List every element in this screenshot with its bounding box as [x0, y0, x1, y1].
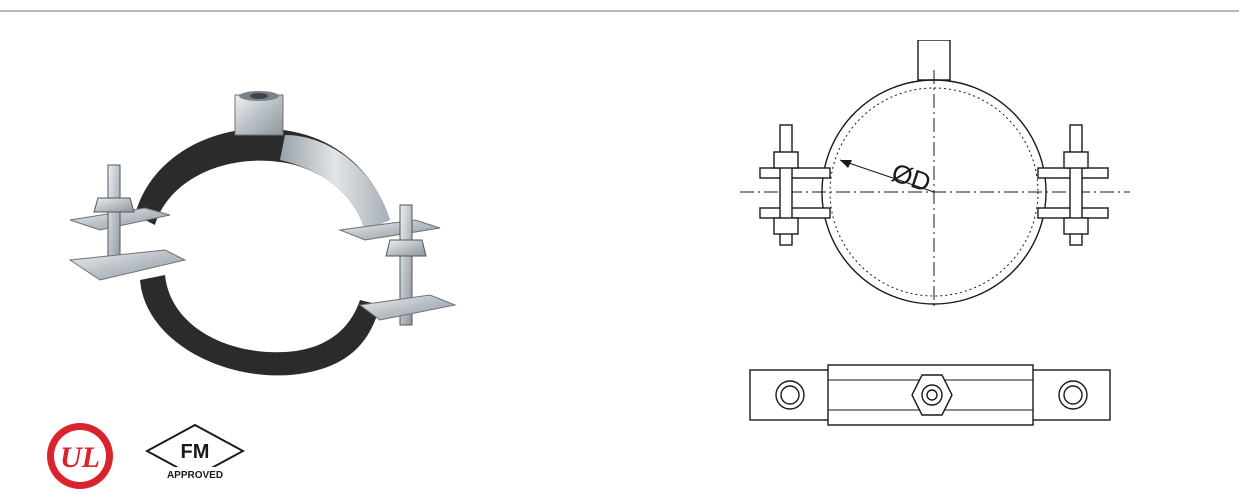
fm-approved-text: APPROVED — [167, 470, 223, 481]
pipe-clamp-photo — [68, 91, 457, 376]
ul-mark-text: UL — [60, 441, 100, 474]
fm-mark-text: FM — [181, 441, 210, 463]
ul-certification-logo: UL — [47, 423, 113, 489]
top-view-drawing — [749, 364, 1111, 426]
front-view-drawing: ØD — [740, 40, 1130, 310]
fm-approved-logo: FM APPROVED — [145, 423, 245, 481]
top-divider — [0, 10, 1239, 12]
